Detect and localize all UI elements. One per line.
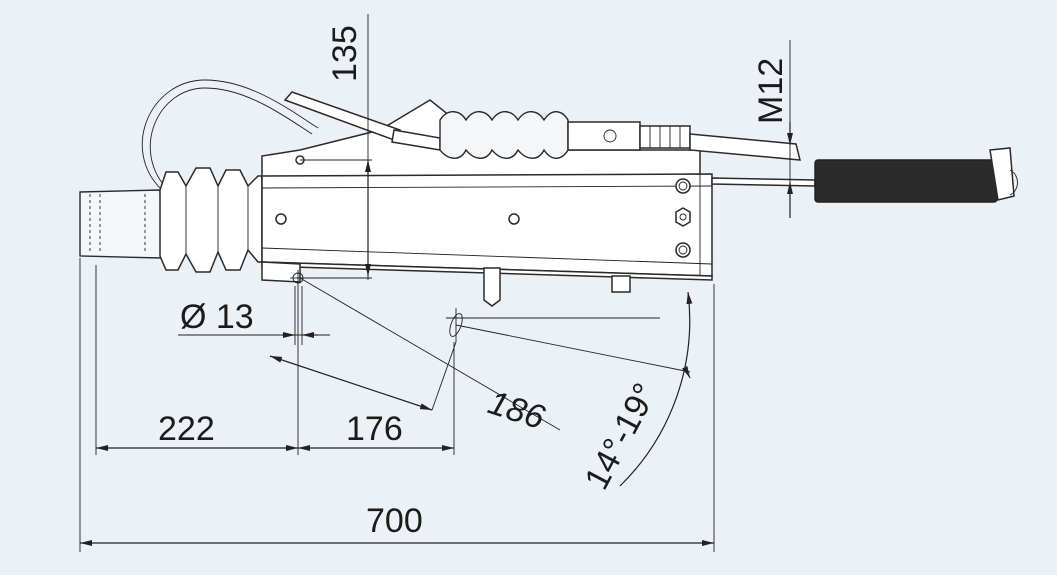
label-176: 176: [346, 410, 403, 448]
main-beam: [261, 173, 713, 277]
dimension-lines: [79, 14, 793, 552]
label-diameter-13: Ø 13: [180, 298, 254, 336]
label-angle: 14°-19°: [578, 377, 665, 496]
label-m12: M12: [752, 58, 790, 124]
label-135: 135: [326, 25, 364, 82]
spring: [439, 111, 569, 159]
label-222: 222: [158, 410, 215, 448]
handle-grip: [814, 159, 998, 203]
coupling-head: [79, 189, 163, 259]
coupling-body: [79, 79, 1018, 307]
brake-lever: [283, 91, 402, 141]
dimension-labels: 135 M12 Ø 13 222 176 186 14°-19° 700: [158, 25, 790, 540]
label-700: 700: [366, 502, 423, 540]
label-186: 186: [484, 383, 550, 437]
bellows: [159, 167, 263, 273]
